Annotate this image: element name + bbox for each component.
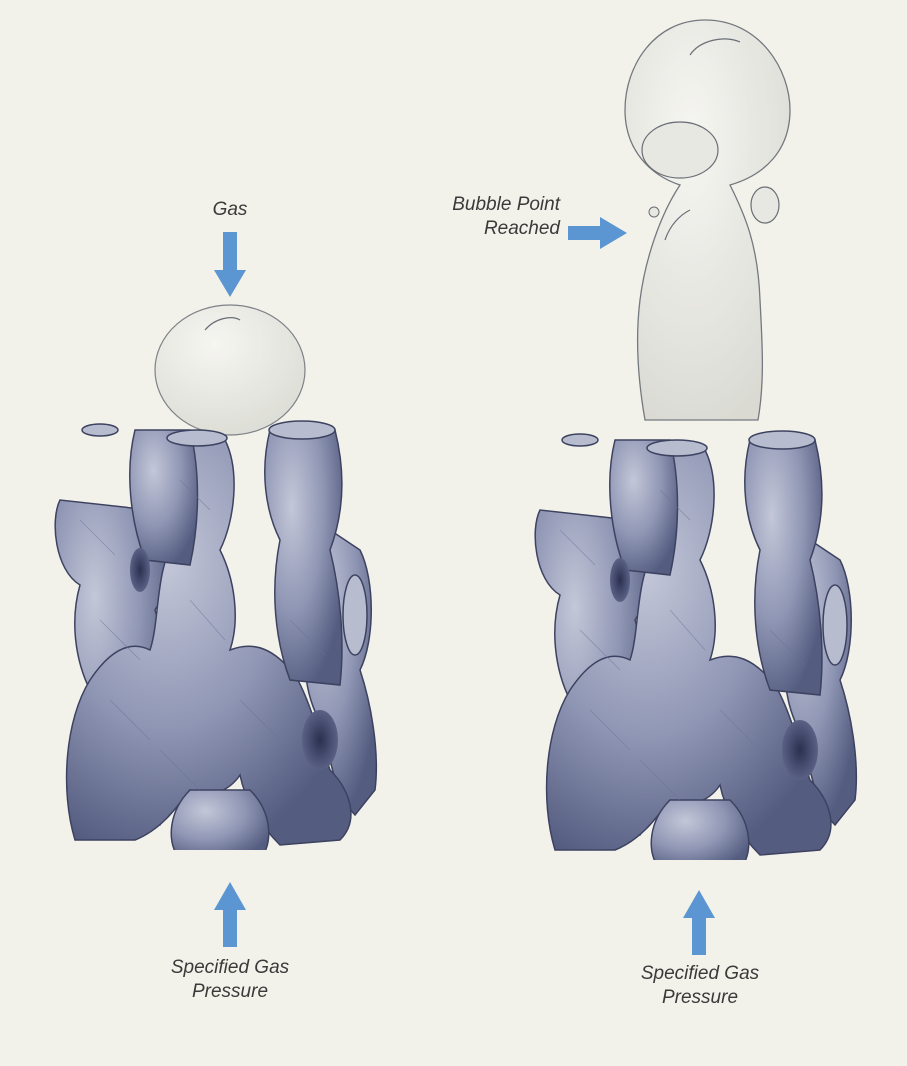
specified-gas-pressure-label-left: Specified Gas Pressure xyxy=(140,956,320,1004)
pressure-label-right-line2: Pressure xyxy=(610,986,790,1010)
bubble-point-label-line2: Reached xyxy=(420,217,560,241)
bubble-point-label-line1: Bubble Point xyxy=(420,193,560,217)
pressure-label-left-line2: Pressure xyxy=(140,980,320,1004)
gas-label: Gas xyxy=(195,198,265,222)
specified-gas-pressure-label-right: Specified Gas Pressure xyxy=(610,962,790,1010)
gas-bubble-left xyxy=(155,305,305,435)
pressure-label-left-line1: Specified Gas xyxy=(140,956,320,980)
bubble-point-label: Bubble Point Reached xyxy=(420,193,560,241)
pressure-label-right-line1: Specified Gas xyxy=(610,962,790,986)
